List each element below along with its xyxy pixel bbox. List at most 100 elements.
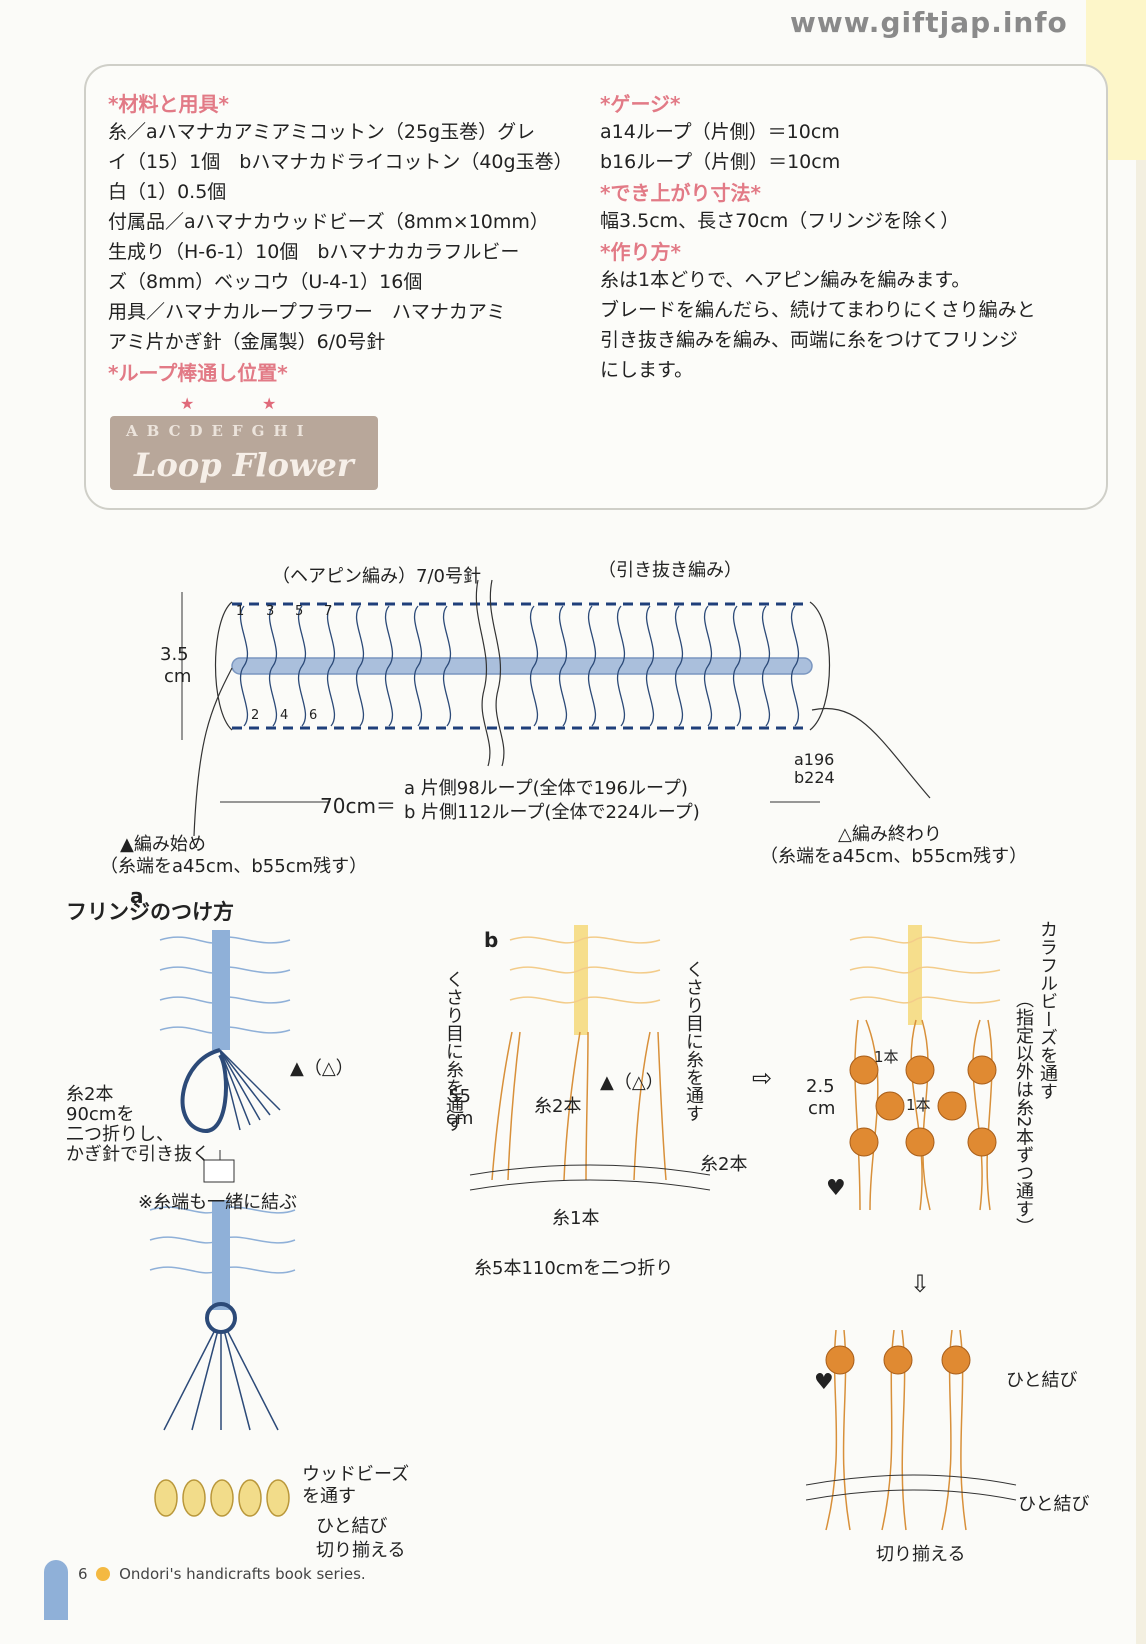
hairpin-loops [239, 605, 800, 727]
fringe-b-final-diagram [806, 1330, 1017, 1531]
hairpin-loop [326, 605, 336, 727]
loop-number: 6 [309, 708, 318, 723]
fringe-a-beads: を通す [302, 1486, 356, 1507]
width-unit: cm [164, 666, 192, 687]
hairpin-loop [761, 605, 771, 727]
loop-number: 2 [251, 708, 260, 723]
fringe-b-through-left: くさり目に糸を通す [443, 970, 464, 1132]
fringe-b-length-unit: cm [446, 1108, 474, 1129]
end-count-a: a196 [794, 750, 835, 769]
materials-line: 付属品／aハマナカウッドビーズ（8mm×10mm） [108, 211, 549, 233]
fringe-b-two: 糸2本 [534, 1096, 582, 1117]
loop-position-heading: *ループ棒通し位置* [108, 361, 288, 385]
footer: 6 Ondori's handicrafts book series. [40, 1565, 366, 1583]
size-line: 幅3.5cm、長さ70cm（フリンジを除く） [600, 210, 960, 232]
fringe-b-one-a: 1本 [874, 1048, 899, 1066]
wood-beads [154, 1479, 290, 1517]
materials-line: 生成り（H-6-1）10個 bハマナカカラフルビー [108, 241, 520, 263]
page-edge [1136, 160, 1146, 1644]
series-title: Ondori's handicrafts book series. [119, 1565, 366, 1583]
fringe-b-height: 2.5 [806, 1076, 835, 1097]
materials-panel: *材料と用具* 糸／aハマナカアミアミコットン（25g玉巻）グレ イ（15）1個… [84, 64, 1108, 510]
dot-icon [96, 1567, 111, 1581]
fringe-a-triangle: ▲（△） [290, 1058, 354, 1079]
method-line: 糸は1本どりで、ヘアピン編みを編みます。 [600, 269, 971, 291]
length-b: b 片側112ループ(全体で224ループ) [404, 802, 700, 823]
method-line: ブレードを編んだら、続けてまわりにくさり編みと [600, 299, 1036, 321]
hairpin-loop [703, 605, 713, 727]
fringe-a-yarn: 二つ折りし、 [66, 1124, 174, 1145]
fringe-a-diagram [149, 930, 296, 1431]
method-line: 引き抜き編みを編み、両端に糸をつけてフリンジ [600, 329, 1019, 351]
fringe-b-beads-diagram [849, 925, 1001, 1211]
hairpin-loop [558, 605, 568, 727]
slip-stitch-label: （引き抜き編み） [598, 560, 742, 581]
fringe-b-total: 糸5本110cmを二つ折り [474, 1258, 674, 1279]
hairpin-loop [587, 605, 597, 727]
fringe-a-yarn: 糸2本 [66, 1084, 114, 1105]
start-label: ▲編み始め [120, 834, 206, 855]
fringe-a-yarn: かぎ針で引き抜く [66, 1144, 210, 1165]
length-a: a 片側98ループ(全体で196ループ) [404, 778, 688, 799]
end-note: （糸端をa45cm、b55cm残す） [760, 846, 1028, 867]
star-icon: ★ [180, 394, 195, 413]
heart-icon: ♥ [814, 1370, 834, 1395]
materials-line: 用具／ハマナカループフラワー ハマナカアミ [108, 301, 506, 323]
fringe-a-knot: ひと結び [316, 1516, 388, 1537]
star-icon: ★ [262, 394, 277, 413]
fringe-a-yarn: 90cmを [66, 1104, 135, 1125]
length-label: 70cm＝ [320, 794, 396, 818]
loop-number: 3 [266, 604, 275, 619]
hairpin-loop [790, 605, 800, 727]
hairpin-loop [442, 605, 452, 727]
hairpin-diagram [181, 579, 931, 837]
hairpin-loop [268, 605, 278, 727]
loop-flower-title: Loop Flower [134, 446, 354, 484]
fringe-title: フリンジのつけ方 [66, 900, 234, 924]
materials-heading: *材料と用具* [108, 92, 229, 116]
fringe-b-knot2: ひと結び [1018, 1494, 1090, 1515]
loop-number: 4 [280, 708, 289, 723]
gauge-line: b16ループ（片側）＝10cm [600, 151, 841, 173]
fringe-b-length: 55 [448, 1086, 471, 1107]
hairpin-loop [616, 605, 626, 727]
gauge-column: *ゲージ* a14ループ（片側）＝10cm b16ループ（片側）＝10cm *で… [600, 88, 1080, 385]
loop-number: 7 [324, 604, 333, 619]
loop-number: 1 [236, 604, 245, 619]
loop-letters: ABCDEFGHI [126, 422, 313, 440]
page-number: 6 [78, 1565, 88, 1583]
method-heading: *作り方* [600, 240, 681, 264]
hairpin-loop [529, 605, 539, 727]
size-heading: *でき上がり寸法* [600, 181, 761, 205]
site-watermark: www.giftjap.info [790, 6, 1068, 39]
loop-number: 5 [295, 604, 304, 619]
arrow-right-icon: ⇨ [752, 1064, 773, 1092]
hairpin-loop [355, 605, 365, 727]
materials-line: イ（15）1個 bハマナカドライコットン（40g玉巻） [108, 151, 573, 173]
fringe-b-label: b [484, 928, 499, 952]
fringe-b-two-right: 糸2本 [700, 1154, 748, 1175]
fringe-b-one-b: 1本 [906, 1096, 931, 1114]
hairpin-loop [297, 605, 307, 727]
fringe-a-note: ※糸端も一緒に結ぶ [138, 1192, 298, 1213]
materials-line: 糸／aハマナカアミアミコットン（25g玉巻）グレ [108, 121, 536, 143]
width-number: 3.5 [160, 644, 189, 665]
fringe-b-beads-note: カラフルビーズを通す [1037, 920, 1058, 1100]
fringe-b-diagram [469, 925, 711, 1191]
hairpin-loop [384, 605, 394, 727]
hairpin-loop [732, 605, 742, 727]
materials-line: 白（1）0.5個 [108, 181, 227, 203]
fringe-a-label: a [130, 884, 144, 908]
method-line: にします。 [600, 359, 694, 381]
arrow-down-icon: ⇩ [910, 1270, 931, 1298]
fringe-b-one: 糸1本 [552, 1208, 600, 1229]
end-count-b: b224 [794, 768, 835, 787]
hairpin-label: （ヘアピン編み）7/0号針 [272, 566, 481, 587]
materials-line: アミ片かぎ針（金属製）6/0号針 [108, 331, 386, 353]
fringe-a-cut: 切り揃える [316, 1540, 406, 1561]
materials-column: *材料と用具* 糸／aハマナカアミアミコットン（25g玉巻）グレ イ（15）1個… [108, 88, 573, 386]
hairpin-loop [239, 605, 249, 727]
start-note: （糸端をa45cm、b55cm残す） [100, 856, 368, 877]
loop-flower-tool: ABCDEFGHI Loop Flower [110, 416, 378, 490]
heart-icon: ♥ [826, 1176, 846, 1201]
